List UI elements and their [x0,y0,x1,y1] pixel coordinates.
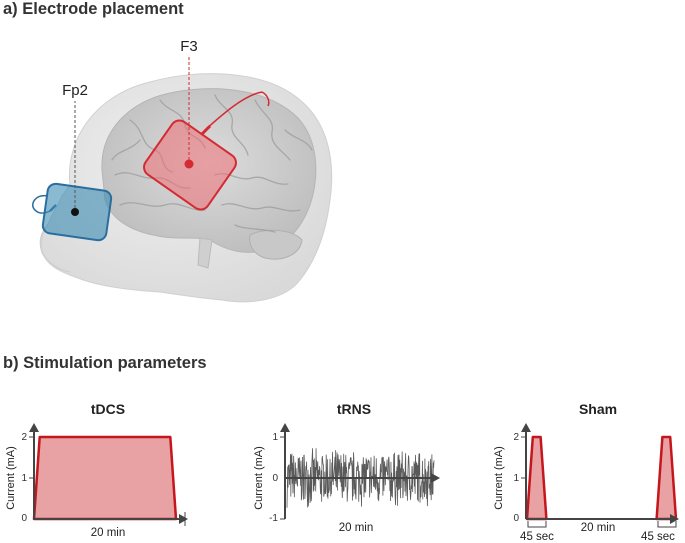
sham-ytick-1: 1 [513,473,519,484]
sham-y-arrow [521,423,531,432]
tdcs-area [32,435,178,521]
f3-label: F3 [180,38,198,55]
trns-ylabel: Current (mA) [253,446,265,510]
fp2-electrode-center [71,208,79,216]
trns-noise-signal [286,448,435,508]
trns-x-arrow [431,473,440,483]
sham-ramp-label-right: 45 sec [641,531,675,543]
section-b-title: b) Stimulation parameters [3,354,207,372]
section-a-title: a) Electrode placement [3,0,184,18]
trns-ytick-mid: 0 [272,473,278,484]
sham-xlabel: 20 min [581,522,616,534]
tdcs-x-arrow [179,514,188,524]
sham-ytick-2: 2 [513,432,519,443]
sham-x-arrow [670,514,679,524]
sham-ylabel: Current (mA) [493,446,505,510]
sham-chart: Sham Current (mA) 0 1 2 45 sec 20 min 45… [493,401,679,543]
sham-title: Sham [579,401,617,417]
tdcs-ylabel: Current (mA) [5,446,17,510]
f3-electrode: F3 [143,38,270,211]
fp2-electrode: Fp2 [32,82,113,242]
trns-chart: tRNS Current (mA) -1 0 1 20 min [253,401,440,534]
tdcs-title: tDCS [91,401,125,417]
tdcs-y-arrow [29,423,39,432]
sham-bracket-right [657,521,677,528]
sham-pulse-start [525,435,548,521]
tdcs-ytick-1: 1 [21,473,27,484]
trns-ytick-top: 1 [272,432,278,443]
trns-title: tRNS [337,401,371,417]
sham-pulse-end [655,435,678,521]
trns-y-arrow [280,423,290,432]
trns-xlabel: 20 min [339,522,374,534]
trns-ytick-bottom: -1 [269,513,278,524]
sham-ytick-0: 0 [513,513,519,524]
tdcs-ytick-0: 0 [21,513,27,524]
tdcs-chart: tDCS Current (mA) 0 1 2 20 min [5,401,188,539]
fp2-label: Fp2 [62,82,88,99]
head-illustration: F3 Fp2 [32,38,333,303]
sham-bracket-left [527,521,547,528]
sham-ramp-label-left: 45 sec [520,531,554,543]
tdcs-xlabel: 20 min [91,527,126,539]
f3-electrode-center [184,159,194,169]
tdcs-ytick-2: 2 [21,432,27,443]
